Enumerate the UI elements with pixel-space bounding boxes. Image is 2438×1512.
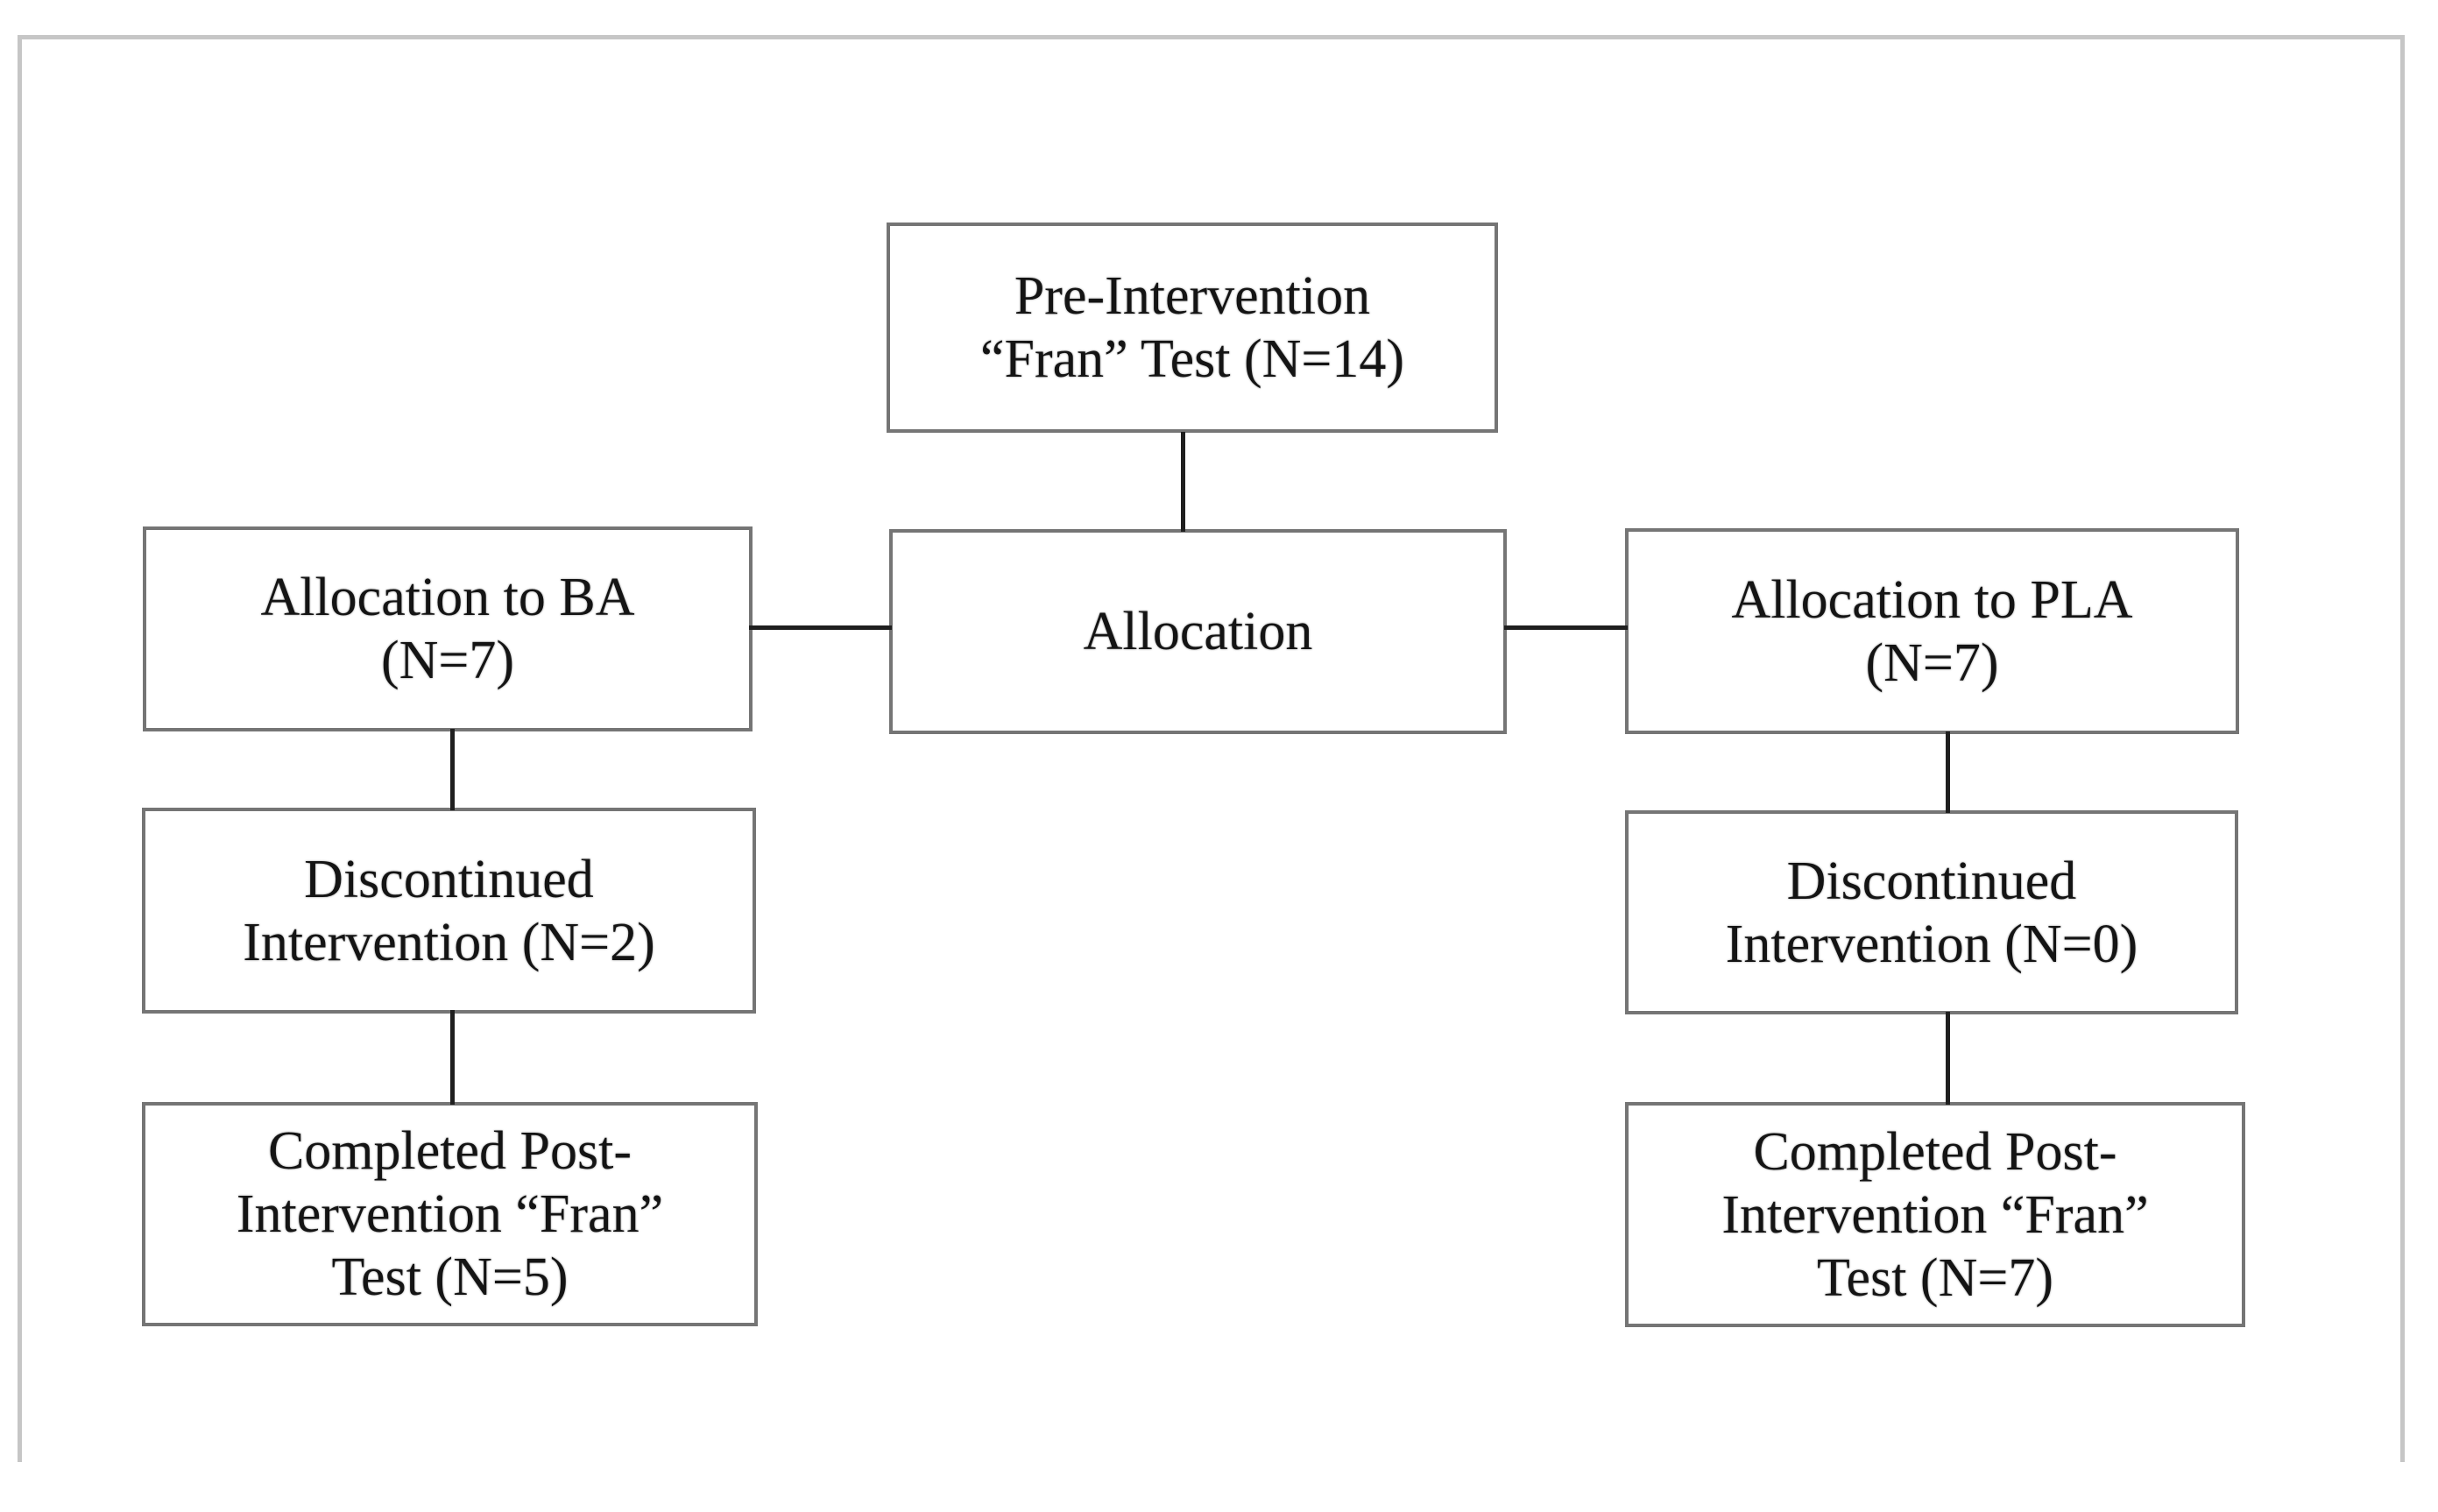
node-text-line: (N=7) xyxy=(1865,632,1999,693)
node-text-line: Test (N=5) xyxy=(331,1247,569,1307)
node-text-line: Pre-Intervention xyxy=(1014,266,1371,326)
node-text-line: Allocation to BA xyxy=(260,568,635,627)
connector-pla-to-discontinued xyxy=(1946,731,1950,813)
node-completed-ba-label: Completed Post- Intervention “Fran” Test… xyxy=(237,1120,663,1309)
node-text-line: “Fran” Test (N=14) xyxy=(979,329,1404,389)
node-discontinued-pla-label: Discontinued Intervention (N=0) xyxy=(1726,850,2138,976)
node-text-line: Allocation to PLA xyxy=(1731,569,2133,630)
node-allocation-to-pla-label: Allocation to PLA (N=7) xyxy=(1731,569,2132,695)
node-text-line: Allocation xyxy=(1083,602,1313,661)
connector-discontinued-pla-to-completed xyxy=(1946,1012,1950,1105)
connector-discontinued-ba-to-completed xyxy=(450,1010,455,1105)
connector-allocation-to-pla xyxy=(1504,625,1628,630)
node-text-line: Completed Post- xyxy=(1753,1121,2117,1182)
node-allocation: Allocation xyxy=(889,529,1507,734)
node-allocation-label: Allocation xyxy=(1084,600,1313,663)
node-text-line: Completed Post- xyxy=(267,1121,632,1181)
node-text-line: Intervention “Fran” xyxy=(236,1184,664,1244)
node-text-line: (N=7) xyxy=(380,631,515,690)
node-text-line: Discontinued xyxy=(304,849,594,909)
node-completed-pla-label: Completed Post- Intervention “Fran” Test… xyxy=(1721,1120,2148,1310)
node-allocation-to-ba-label: Allocation to BA (N=7) xyxy=(260,566,634,692)
connector-pre-to-allocation xyxy=(1181,432,1185,532)
node-discontinued-pla: Discontinued Intervention (N=0) xyxy=(1625,810,2238,1014)
node-text-line: Test (N=7) xyxy=(1817,1247,2053,1308)
node-discontinued-ba: Discontinued Intervention (N=2) xyxy=(142,808,756,1014)
node-completed-pla: Completed Post- Intervention “Fran” Test… xyxy=(1625,1102,2245,1327)
node-text-line: Intervention (N=0) xyxy=(1725,914,2138,974)
node-allocation-to-pla: Allocation to PLA (N=7) xyxy=(1625,528,2239,734)
node-completed-ba: Completed Post- Intervention “Fran” Test… xyxy=(142,1102,758,1326)
node-pre-intervention-test: Pre-Intervention “Fran” Test (N=14) xyxy=(887,223,1498,433)
node-text-line: Intervention (N=2) xyxy=(243,912,655,972)
connector-allocation-to-ba xyxy=(749,625,892,630)
figure-border xyxy=(18,35,2405,1462)
node-pre-intervention-label: Pre-Intervention “Fran” Test (N=14) xyxy=(980,265,1404,391)
node-text-line: Discontinued xyxy=(1786,851,2077,911)
node-text-line: Intervention “Fran” xyxy=(1721,1184,2149,1245)
connector-ba-to-discontinued xyxy=(450,729,455,810)
node-discontinued-ba-label: Discontinued Intervention (N=2) xyxy=(243,848,655,974)
node-allocation-to-ba: Allocation to BA (N=7) xyxy=(143,526,753,731)
